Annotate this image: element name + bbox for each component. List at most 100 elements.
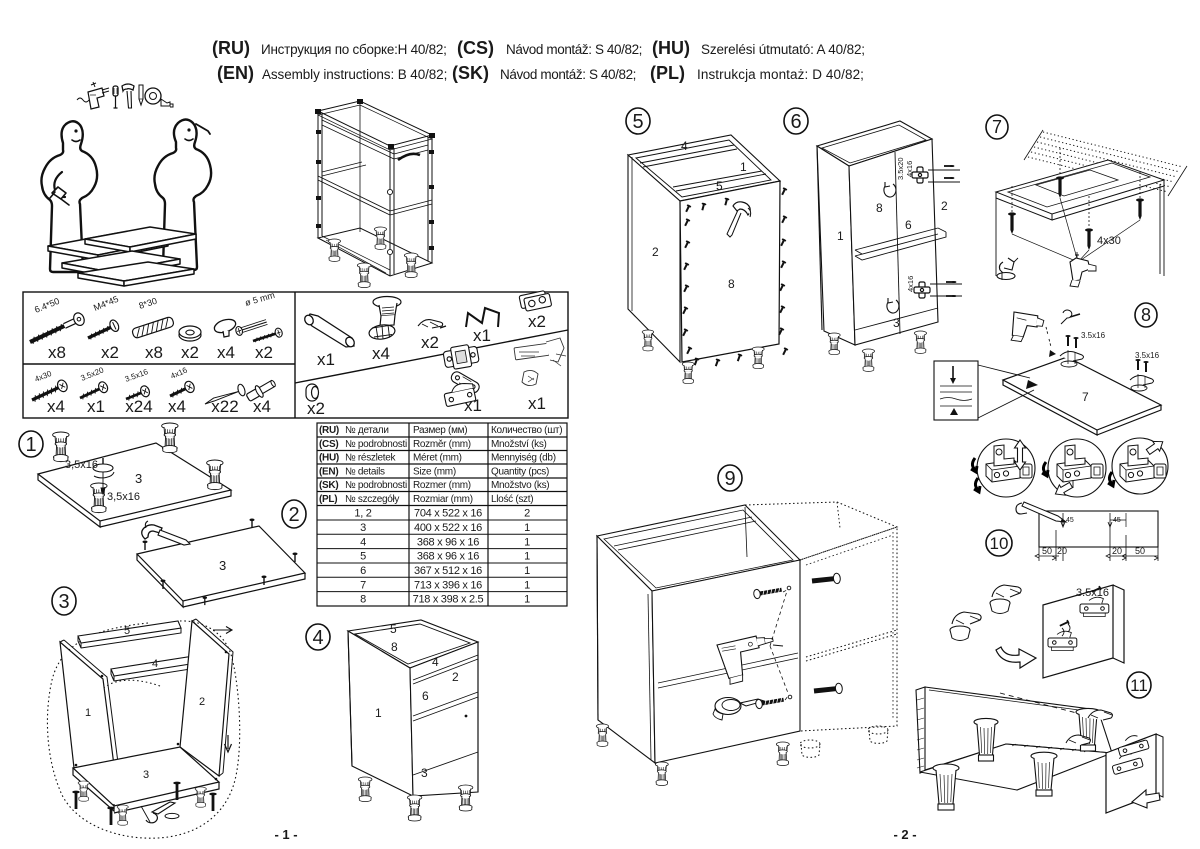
- svg-text:№ szczegóły: № szczegóły: [345, 494, 399, 505]
- svg-text:1: 1: [524, 522, 530, 534]
- svg-text:x4: x4: [372, 344, 390, 363]
- svg-text:x4: x4: [47, 397, 65, 416]
- svg-text:7: 7: [1082, 390, 1089, 404]
- svg-text:1: 1: [837, 229, 844, 243]
- svg-text:(CS): (CS): [319, 439, 338, 450]
- svg-text:№ podrobnosti: № podrobnosti: [345, 480, 407, 491]
- svg-text:1: 1: [524, 579, 530, 591]
- svg-text:Assembly instructions: B 40/82: Assembly instructions: B 40/82;: [262, 67, 447, 82]
- svg-text:1: 1: [524, 594, 530, 606]
- svg-text:x1: x1: [473, 326, 491, 345]
- svg-text:1: 1: [85, 707, 91, 719]
- svg-text:50: 50: [1042, 546, 1052, 556]
- svg-text:718 x 398 x 2.5: 718 x 398 x 2.5: [413, 594, 484, 606]
- svg-text:x8: x8: [48, 343, 66, 362]
- svg-text:3.5x16: 3.5x16: [1135, 351, 1160, 360]
- svg-text:- 2 -: - 2 -: [893, 827, 916, 842]
- svg-text:Rozměr (mm): Rozměr (mm): [413, 439, 471, 450]
- svg-text:1: 1: [524, 565, 530, 577]
- svg-text:(SK): (SK): [452, 63, 489, 83]
- svg-text:x4: x4: [217, 343, 235, 362]
- svg-text:- 1 -: - 1 -: [274, 827, 297, 842]
- svg-text:x1: x1: [528, 394, 546, 413]
- svg-text:1: 1: [375, 706, 382, 720]
- svg-text:3: 3: [893, 316, 900, 330]
- svg-text:368 x 96 x 16: 368 x 96 x 16: [417, 551, 479, 563]
- svg-text:Méret (mm): Méret (mm): [413, 453, 462, 464]
- svg-text:x1: x1: [87, 397, 105, 416]
- svg-text:3.5x20: 3.5x20: [896, 157, 905, 180]
- svg-text:713 x 396 x 16: 713 x 396 x 16: [414, 579, 482, 591]
- svg-text:8: 8: [728, 277, 735, 291]
- svg-text:4: 4: [360, 536, 366, 548]
- svg-text:8: 8: [391, 640, 398, 654]
- svg-text:3,5x16: 3,5x16: [107, 491, 140, 503]
- svg-text:Количество (шт): Количество (шт): [491, 425, 562, 436]
- svg-text:6: 6: [790, 111, 801, 133]
- svg-text:1: 1: [25, 434, 36, 456]
- svg-text:6: 6: [905, 218, 912, 232]
- svg-text:3,5x16: 3,5x16: [65, 459, 98, 471]
- svg-text:3: 3: [360, 522, 366, 534]
- svg-text:3: 3: [219, 558, 226, 573]
- svg-text:Размер (мм): Размер (мм): [413, 425, 467, 436]
- svg-text:x8: x8: [145, 343, 163, 362]
- svg-text:Návod montáž: S 40/82;: Návod montáž: S 40/82;: [506, 42, 642, 57]
- svg-text:x2: x2: [307, 399, 325, 418]
- svg-text:Rozmer (mm): Rozmer (mm): [413, 480, 471, 491]
- svg-text:7: 7: [360, 579, 366, 591]
- svg-text:8: 8: [876, 201, 883, 215]
- svg-text:5: 5: [390, 622, 397, 636]
- svg-text:(SK): (SK): [319, 480, 338, 491]
- svg-text:(EN): (EN): [217, 63, 254, 83]
- svg-text:3.5x16: 3.5x16: [1081, 331, 1106, 340]
- svg-text:x4: x4: [253, 397, 271, 416]
- svg-text:45: 45: [1066, 517, 1074, 524]
- svg-text:x2: x2: [255, 343, 273, 362]
- svg-text:(RU): (RU): [319, 425, 339, 436]
- svg-text:Rozmiar (mm): Rozmiar (mm): [413, 494, 473, 505]
- svg-text:Mennyiség (db): Mennyiség (db): [491, 453, 556, 464]
- svg-text:4: 4: [432, 655, 439, 669]
- svg-text:№ podrobnosti: № podrobnosti: [345, 439, 407, 450]
- svg-text:4: 4: [312, 627, 323, 649]
- svg-text:1: 1: [740, 160, 747, 174]
- svg-text:5: 5: [124, 625, 130, 637]
- svg-text:367 x 512 x 16: 367 x 512 x 16: [414, 565, 482, 577]
- svg-text:10: 10: [990, 534, 1009, 553]
- svg-text:№ детали: № детали: [345, 425, 389, 436]
- svg-text:Инструкция по сборке:H 40/82;: Инструкция по сборке:H 40/82;: [261, 42, 447, 57]
- svg-text:5: 5: [360, 551, 366, 563]
- svg-text:(EN): (EN): [319, 467, 338, 478]
- svg-text:4x16: 4x16: [906, 276, 915, 292]
- svg-text:50: 50: [1135, 546, 1145, 556]
- svg-text:2: 2: [288, 504, 299, 526]
- svg-text:20: 20: [1057, 546, 1067, 556]
- svg-text:№ részletek: № részletek: [345, 453, 397, 464]
- svg-text:6: 6: [360, 565, 366, 577]
- svg-text:6: 6: [422, 689, 429, 703]
- svg-text:Llość (szt): Llość (szt): [491, 494, 533, 505]
- svg-text:1: 1: [524, 551, 530, 563]
- svg-text:x2: x2: [421, 333, 439, 352]
- svg-text:Quantity (pcs): Quantity (pcs): [491, 467, 549, 478]
- svg-text:(PL): (PL): [319, 494, 337, 505]
- svg-text:Návod montáž: S 40/82;: Návod montáž: S 40/82;: [500, 67, 636, 82]
- svg-text:(RU): (RU): [212, 38, 250, 58]
- svg-text:Size (mm): Size (mm): [413, 467, 456, 478]
- svg-text:№ details: № details: [345, 467, 385, 478]
- svg-text:1, 2: 1, 2: [354, 508, 371, 520]
- svg-text:45: 45: [1113, 517, 1121, 524]
- svg-text:(HU): (HU): [652, 38, 690, 58]
- svg-text:4: 4: [152, 658, 158, 670]
- svg-text:4x16: 4x16: [905, 161, 914, 177]
- svg-text:3.5x16: 3.5x16: [1076, 587, 1109, 599]
- svg-text:11: 11: [1130, 676, 1148, 695]
- svg-text:9: 9: [724, 468, 735, 490]
- svg-text:x2: x2: [181, 343, 199, 362]
- svg-text:x24: x24: [125, 397, 152, 416]
- svg-text:7: 7: [992, 117, 1002, 137]
- svg-text:1: 1: [524, 536, 530, 548]
- svg-text:400 x 522 x 16: 400 x 522 x 16: [414, 522, 482, 534]
- svg-text:2: 2: [652, 245, 659, 259]
